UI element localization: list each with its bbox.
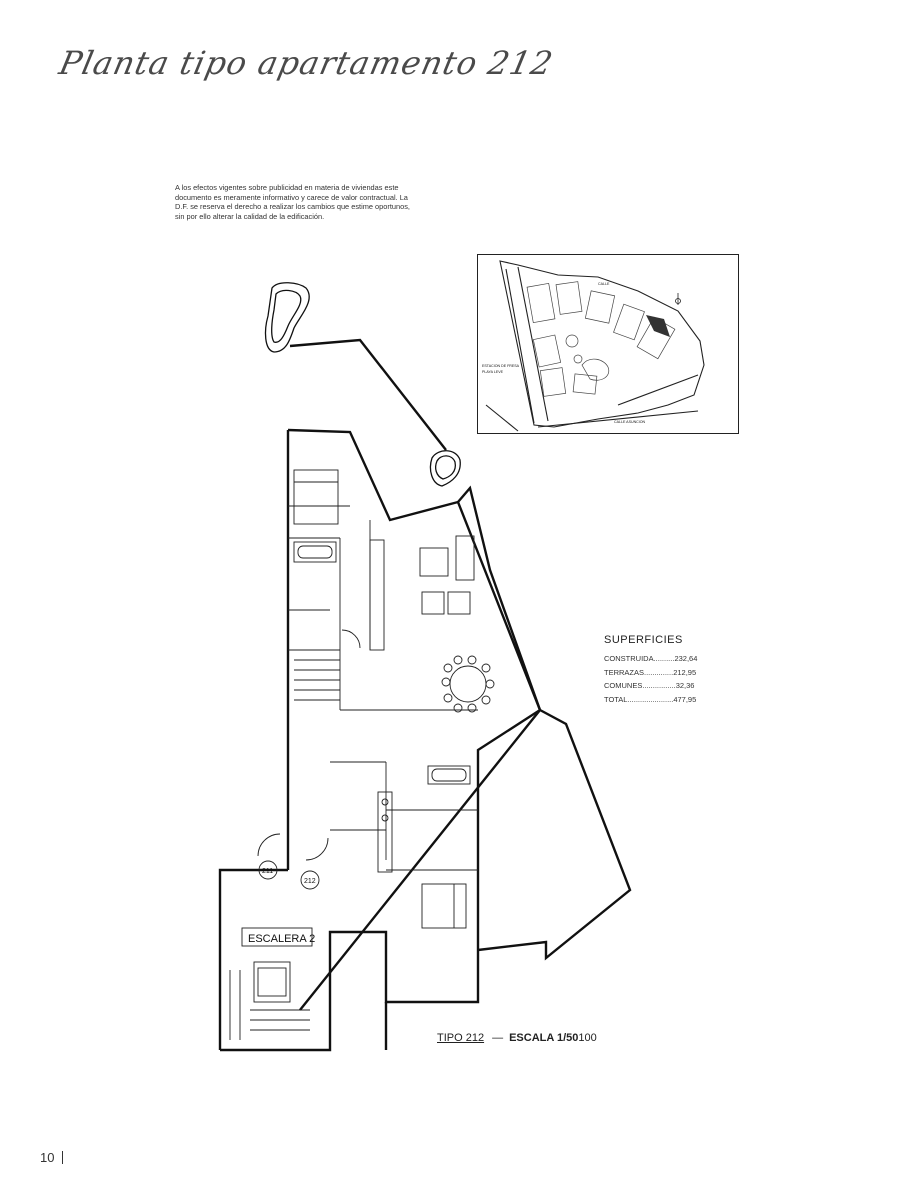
page-number: 10 <box>40 1150 55 1165</box>
surface-row: TERRAZAS..............212,95 <box>604 667 697 677</box>
stair-label: ESCALERA 2 <box>248 933 315 945</box>
surface-value: 477,95 <box>673 694 697 704</box>
surface-row: COMUNES................32,36 <box>604 681 695 690</box>
surface-value: 212,95 <box>673 667 697 677</box>
svg-text:CALLE: CALLE <box>598 282 610 286</box>
surface-value: 232,64 <box>674 654 698 663</box>
surface-label: CONSTRUIDA <box>604 654 654 663</box>
surface-value: 32,36 <box>675 681 695 690</box>
footer-divider <box>62 1151 64 1164</box>
surface-row: TOTAL......................477,95 <box>604 694 697 704</box>
floor-plan-drawing: ESCALERA 2 211 212 <box>218 282 632 1052</box>
scale-text: ESCALA 1/50 <box>509 1032 579 1044</box>
svg-text:PLAYA LEVE: PLAYA LEVE <box>482 370 504 374</box>
scale-tipo: TIPO 212 <box>437 1032 485 1044</box>
scale-dash: — <box>492 1032 504 1044</box>
unit-212-label: 212 <box>304 878 316 885</box>
surfaces-table: SUPERFICIES CONSTRUIDA..........232,64 T… <box>604 634 697 708</box>
site-key-plan: ESTACION DE FRESA PLAYA LEVE CALLE CALLE… <box>477 254 739 434</box>
svg-text:ESTACION DE FRESA: ESTACION DE FRESA <box>482 364 520 368</box>
disclaimer-text: A los efectos vigentes sobre publicidad … <box>175 183 410 221</box>
scale-overlap: 100 <box>578 1032 597 1044</box>
site-plan-drawing: ESTACION DE FRESA PLAYA LEVE CALLE CALLE… <box>482 260 705 432</box>
surface-row: CONSTRUIDA..........232,64 <box>604 654 698 663</box>
surfaces-heading: SUPERFICIES <box>604 634 683 646</box>
surface-label: TERRAZAS <box>604 667 645 677</box>
surface-label: COMUNES <box>604 681 643 690</box>
surface-label: TOTAL <box>604 694 628 704</box>
page-footer: 10 <box>40 1150 64 1165</box>
svg-text:CALLE ASUNCION: CALLE ASUNCION <box>614 420 646 424</box>
page-title: Planta tipo apartamento 212 <box>55 44 557 82</box>
floor-plan: ESCALERA 2 211 212 <box>190 270 670 1064</box>
unit-211-label: 211 <box>262 868 273 875</box>
scale-label: TIPO 212 — ESCALA 1/50100 <box>437 1032 597 1044</box>
